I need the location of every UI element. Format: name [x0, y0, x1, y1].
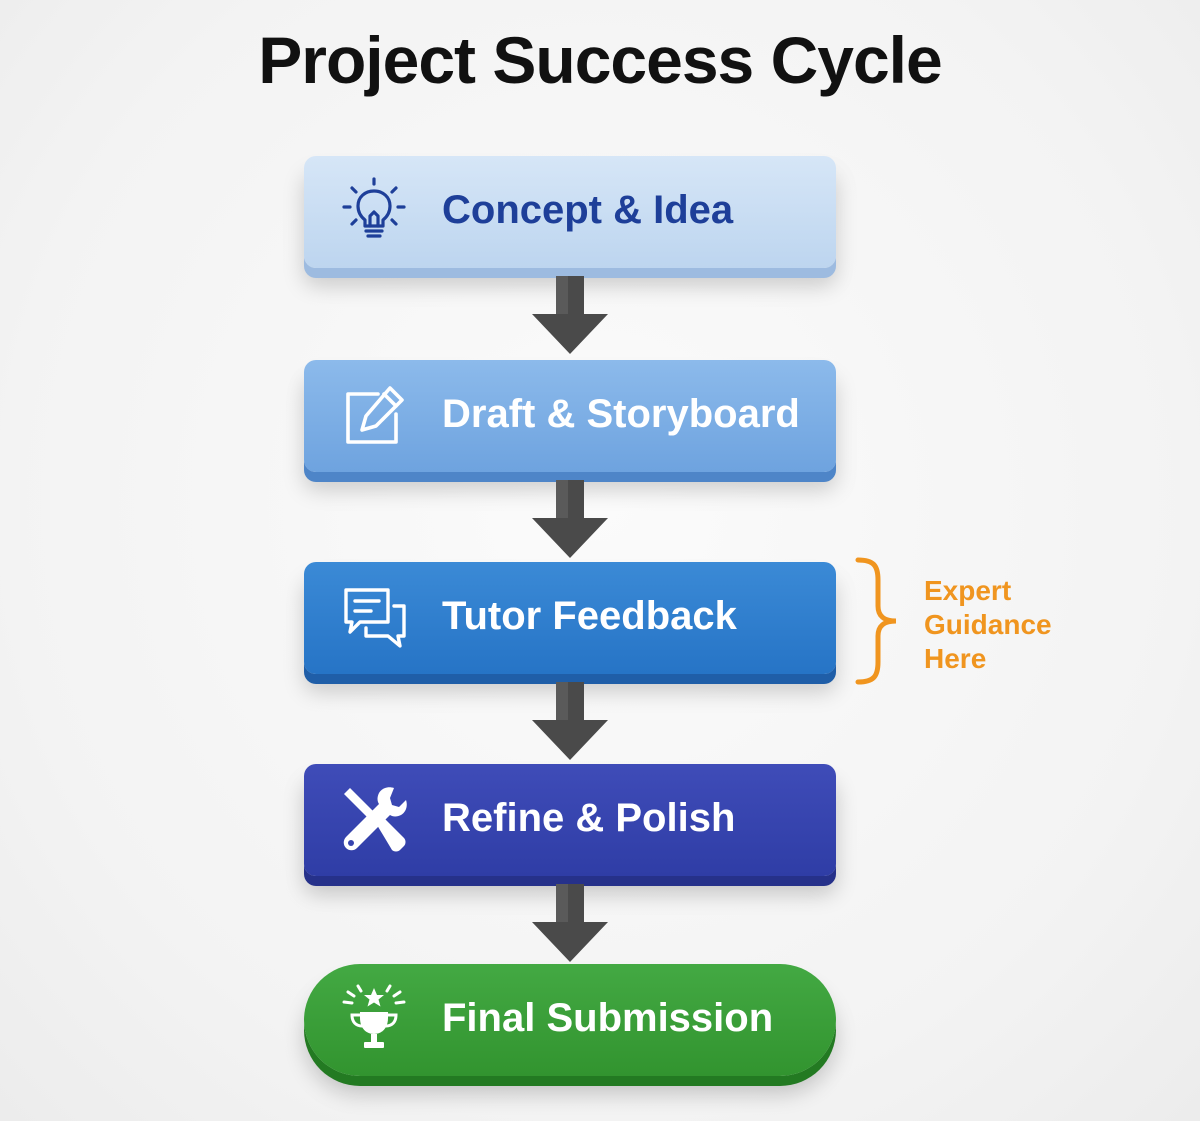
note-line: Guidance — [924, 609, 1052, 640]
down-arrow-icon — [528, 680, 612, 764]
pencil-edit-icon — [338, 380, 410, 452]
note-line: Here — [924, 643, 987, 674]
step-concept-idea: Concept & Idea — [304, 156, 836, 268]
step-draft-storyboard: Draft & Storyboard — [304, 360, 836, 472]
step-label: Final Submission — [442, 996, 774, 1040]
step-tutor-feedback: Tutor Feedback — [304, 562, 836, 674]
expert-guidance-note: Expert Guidance Here — [924, 574, 1174, 676]
lightbulb-icon — [338, 176, 410, 248]
note-line: Expert — [924, 575, 1012, 606]
step-label: Concept & Idea — [442, 188, 734, 232]
step-label: Refine & Polish — [442, 796, 736, 840]
wrench-screwdriver-icon — [338, 784, 410, 856]
curly-brace-icon — [852, 556, 906, 686]
down-arrow-icon — [528, 882, 612, 966]
step-refine-polish: Refine & Polish — [304, 764, 836, 876]
diagram-title: Project Success Cycle — [258, 23, 942, 97]
step-label: Tutor Feedback — [442, 594, 737, 638]
step-label: Draft & Storyboard — [442, 392, 800, 436]
down-arrow-icon — [528, 478, 612, 562]
chat-bubbles-icon — [338, 582, 410, 654]
down-arrow-icon — [528, 274, 612, 358]
trophy-icon — [338, 984, 410, 1056]
step-final-submission: Final Submission — [304, 964, 836, 1076]
